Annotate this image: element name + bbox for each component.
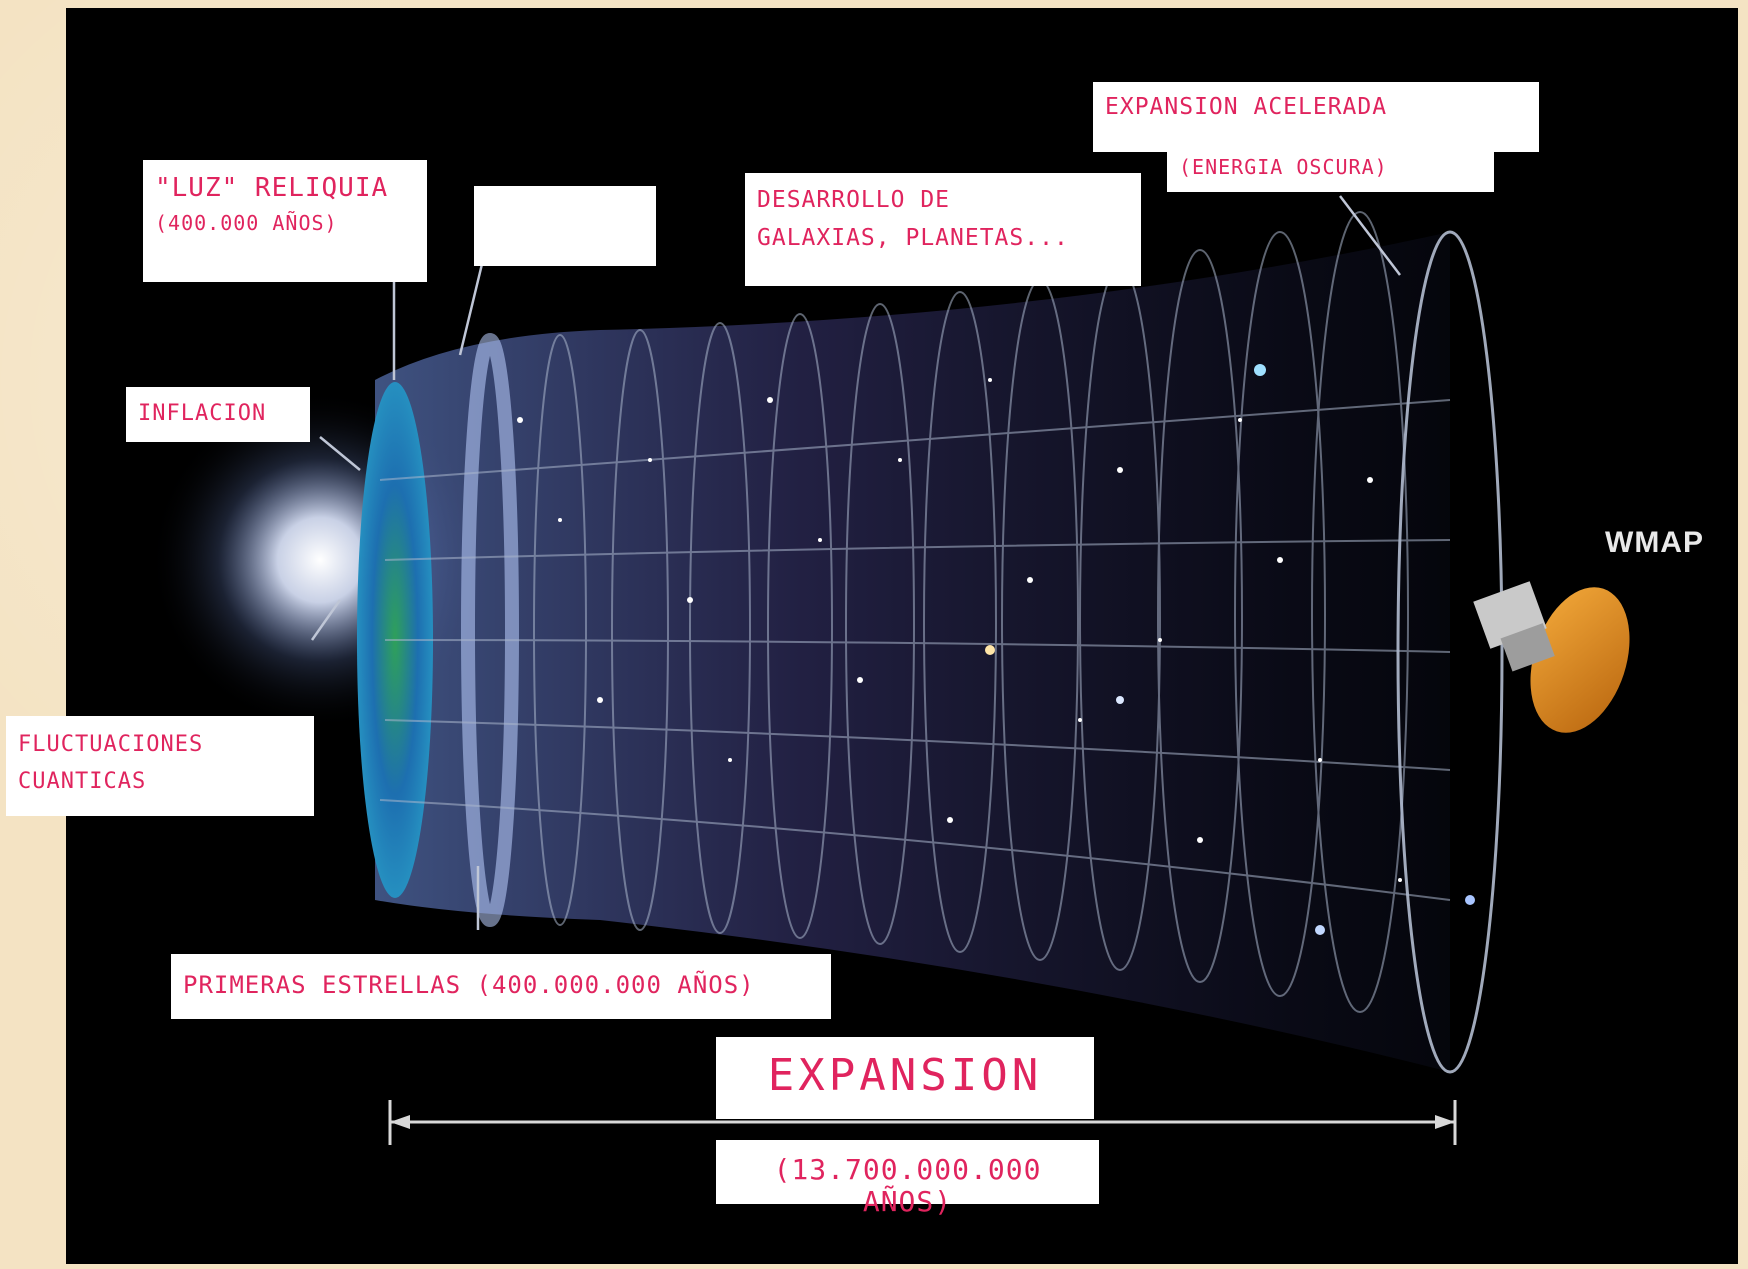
expansion-label: EXPANSION (716, 1037, 1094, 1119)
blank-label (474, 186, 656, 266)
cone-grid (379, 211, 1451, 1013)
fluctuaciones-line-1: FLUCTUACIONES (18, 732, 204, 757)
primeras-estrellas-label: PRIMERAS ESTRELLAS (400.000.000 AÑOS) (171, 954, 831, 1019)
fluctuaciones-label: FLUCTUACIONES CUANTICAS (6, 716, 314, 816)
primeras-estrellas-text: PRIMERAS ESTRELLAS (400.000.000 AÑOS) (183, 971, 755, 999)
energia-oscura-label: (ENERGIA OSCURA) (1167, 150, 1494, 192)
energia-oscura-text: (ENERGIA OSCURA) (1179, 155, 1388, 179)
luz-reliquia-title: "LUZ" RELIQUIA (155, 173, 389, 203)
expansion-acelerada-label: EXPANSION ACELERADA (1093, 82, 1539, 152)
inflacion-text: INFLACION (138, 401, 267, 426)
pointer-lines (310, 195, 1401, 930)
luz-reliquia-time: (400.000 AÑOS) (155, 210, 338, 235)
wmap-probe-icon (1473, 581, 1630, 733)
fluctuaciones-line-2: CUANTICAS (18, 769, 147, 795)
galaxy-field (517, 364, 1475, 935)
expansion-text: EXPANSION (767, 1050, 1043, 1101)
desarrollo-line-1: DESARROLLO DE (757, 187, 951, 213)
timeline-arrow (388, 1100, 1457, 1145)
desarrollo-label: DESARROLLO DE GALAXIAS, PLANETAS... (745, 173, 1141, 286)
first-stars-ring (461, 333, 519, 927)
expansion-duration-label: (13.700.000.000 AÑOS) (716, 1140, 1099, 1218)
desarrollo-line-2: GALAXIAS, PLANETAS... (757, 225, 1069, 252)
expansion-acelerada-line-1: EXPANSION ACELERADA (1105, 94, 1388, 120)
timeline-arrow-left-head (390, 1115, 410, 1129)
expansion-cone (375, 232, 1450, 1072)
expansion-duration-text: (13.700.000.000 AÑOS) (773, 1153, 1042, 1219)
cone-outer-rim (1396, 230, 1504, 1074)
wmap-label: WMAP (1605, 526, 1704, 559)
inflacion-label: INFLACION (126, 387, 310, 442)
timeline-arrow-right-head (1435, 1115, 1455, 1129)
luz-reliquia-label: "LUZ" RELIQUIA (400.000 AÑOS) (143, 160, 427, 282)
